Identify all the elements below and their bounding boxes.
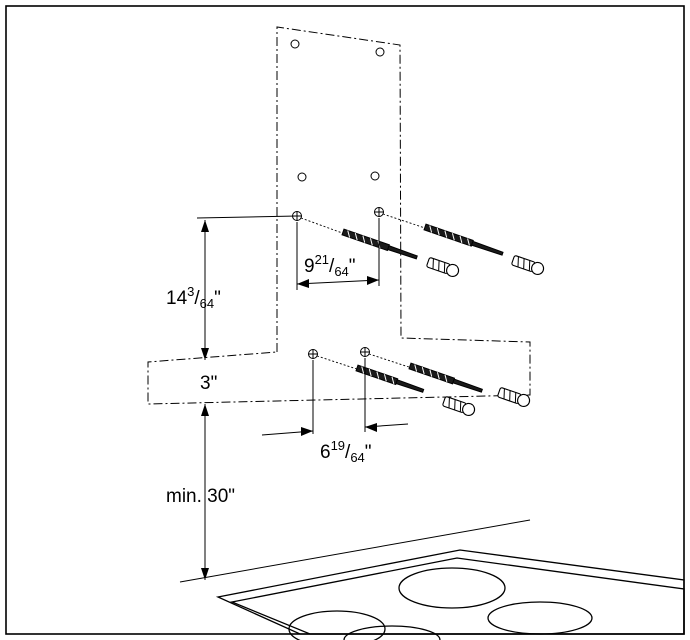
- dimension-spacing-lower: [261, 358, 409, 436]
- cooktop-icon: [179, 519, 685, 640]
- label-height-lower: 3": [200, 373, 217, 394]
- label-spacing-lower: 619/64": [320, 438, 372, 465]
- label-height-upper: 143/64": [166, 284, 221, 311]
- upper-drill-holes: [292, 207, 429, 235]
- label-min-clearance: min. 30": [166, 486, 235, 507]
- drill-bit-icon: [341, 223, 504, 393]
- dimension-height-upper: [196, 215, 298, 360]
- dimension-spacing-upper: [296, 218, 380, 290]
- lower-drill-holes: [308, 347, 413, 371]
- label-spacing-upper: 921/64": [304, 252, 356, 279]
- wall-anchor-icon: [426, 255, 545, 417]
- diagram-frame: [5, 5, 685, 635]
- mounting-template-icon: [147, 26, 531, 405]
- dimension-min-clearance: [201, 404, 209, 580]
